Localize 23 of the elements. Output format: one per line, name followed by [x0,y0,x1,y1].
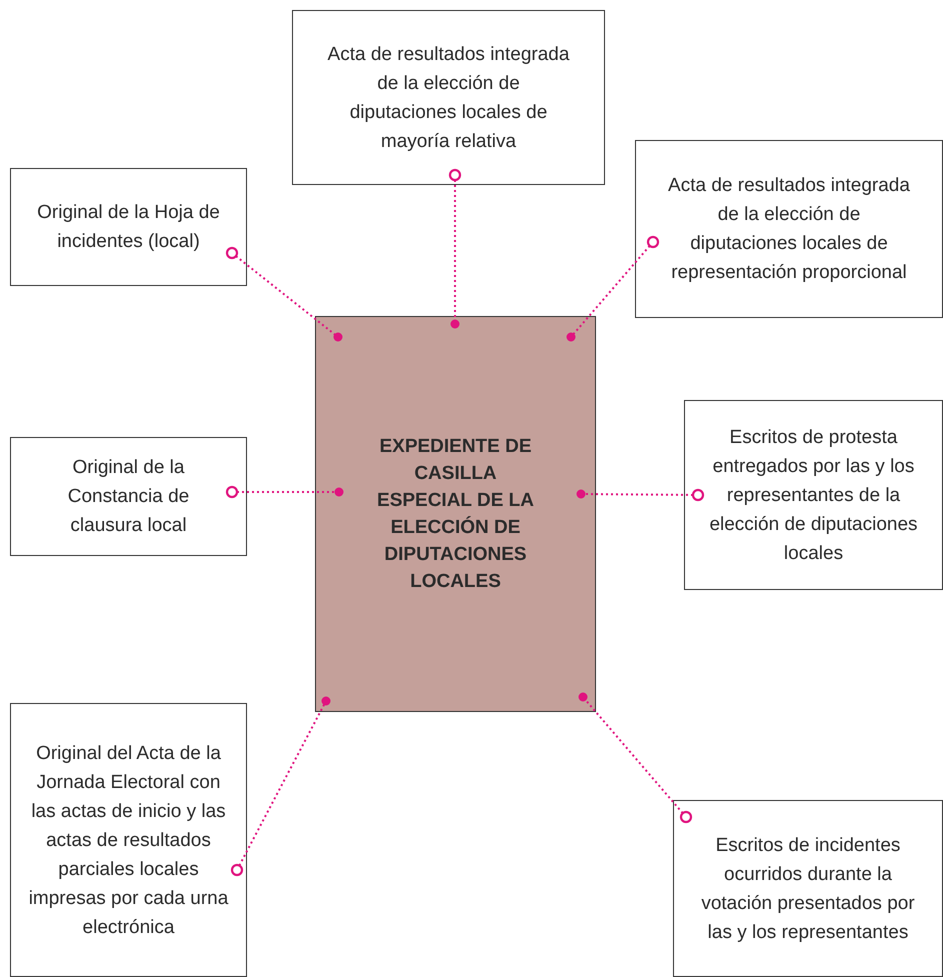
connector-line [576,488,704,502]
document-box [673,800,943,977]
item-text: Escritos de incidentes ocurridos durante la votación presentados por las y los representantes [700,834,916,944]
document-box [292,10,605,185]
connector-line [566,236,660,342]
item-text: Escritos de protesta entregados por las y los representantes de la elección de diputaciones locales [708,426,919,566]
document-box [10,168,247,286]
connector-line [226,486,344,498]
document-box [635,140,943,318]
item-text: Original de la Hoja de incidentes (local) [36,201,221,254]
document-box [10,437,247,556]
item-text: Acta de resultados integrada de la elección de diputaciones locales de mayoría relativa [326,42,570,154]
title-text: EXPEDIENTE DE CASILLA ESPECIAL DE LA ELECCIÓN DE DIPUTACIONES LOCALES [376,435,535,594]
connector-line [578,692,692,824]
item-text: Original de la Constancia de clausura local [66,456,190,538]
connector-line [230,696,330,876]
connector-line [448,168,462,328]
item-text: Acta de resultados integrada de la elección de diputaciones locales de representación proporcional [667,174,911,285]
connector-line [226,246,342,342]
document-box [684,400,943,590]
item-text: Original del Acta de la Jornada Electoral con las actas de inicio y las actas de resultados parciales locales impresas por cada urna electrónica [28,742,230,940]
folder-box [315,316,596,712]
document-box [10,703,247,977]
